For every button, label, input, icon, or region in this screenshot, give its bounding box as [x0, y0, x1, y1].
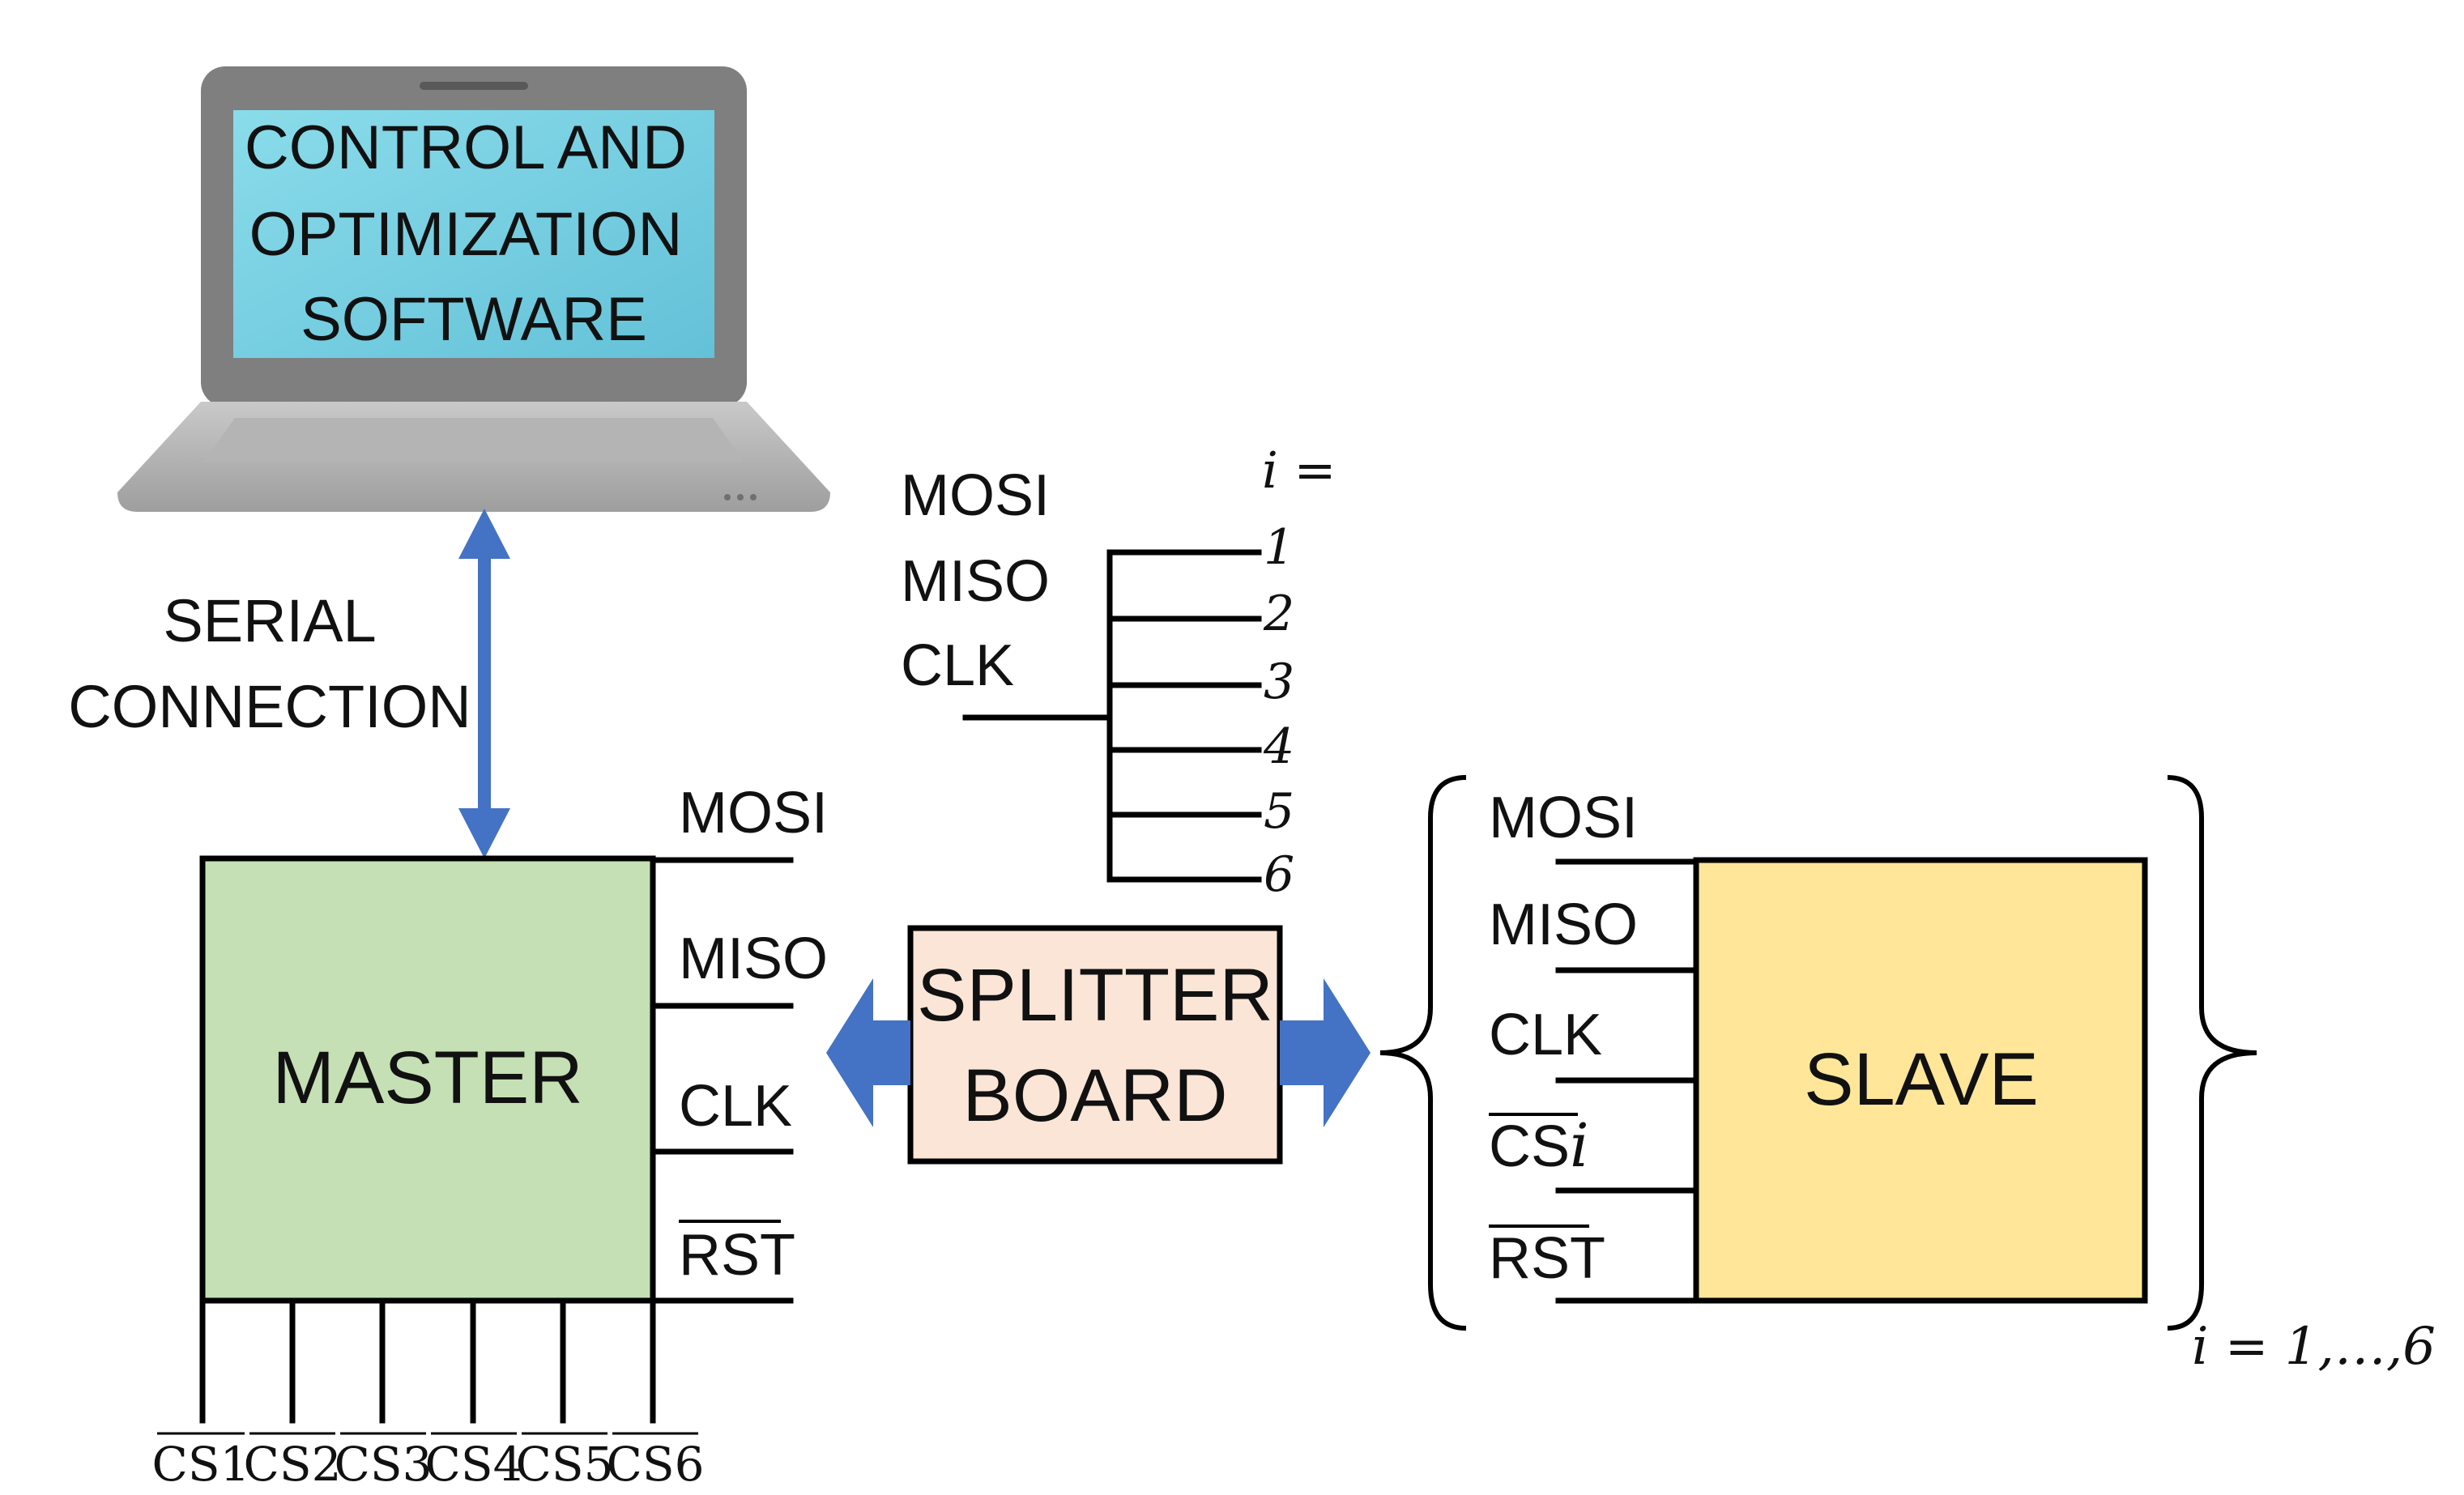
slave-pin-rst: RST — [1489, 1226, 1605, 1291]
index-4: 4 — [1263, 718, 1294, 775]
cs-label-1: CS1 — [151, 1437, 249, 1492]
index-2: 2 — [1263, 586, 1294, 642]
slave-block — [1693, 857, 2148, 1304]
laptop-led — [724, 494, 731, 500]
master-pin-mosi: MOSI — [679, 781, 828, 845]
slave-pin-miso: MISO — [1489, 892, 1638, 957]
bus-signal-mosi: MOSI — [901, 463, 1050, 528]
laptop-keyboard — [204, 418, 744, 462]
master-pin-clk: CLK — [679, 1074, 792, 1139]
splitter-label-1: SPLITTER — [917, 954, 1273, 1037]
right-brace — [2167, 775, 2257, 1331]
left-arrow-icon — [826, 978, 910, 1127]
slave-range-note: i = 1,…,6 — [2192, 1317, 2436, 1377]
slave-pin-lines — [1555, 858, 1699, 1304]
splitter-block — [907, 925, 1283, 1165]
index-6: 6 — [1264, 846, 1294, 903]
laptop-icon — [117, 66, 830, 512]
master-pin-rst: RST — [679, 1223, 795, 1288]
serial-label-1: SERIAL — [163, 587, 376, 654]
slave-label: SLAVE — [1804, 1038, 2039, 1121]
left-brace — [1379, 775, 1467, 1331]
master-block — [199, 855, 656, 1304]
cs-label-2: CS2 — [243, 1437, 341, 1492]
bus-fanout-lines — [962, 549, 1262, 883]
master-cs-lines — [199, 1297, 656, 1424]
master-label: MASTER — [272, 1037, 582, 1119]
master-pin-miso: MISO — [679, 926, 828, 991]
cs-label-5: CS5 — [515, 1437, 613, 1492]
laptop-camera — [420, 82, 528, 90]
laptop-led — [737, 494, 744, 500]
cs-label-4: CS4 — [424, 1437, 522, 1492]
screen-line-2: OPTIMIZATION — [249, 200, 683, 269]
serial-label-2: CONNECTION — [68, 673, 471, 740]
index-1: 1 — [1264, 519, 1294, 576]
laptop-screen — [233, 110, 714, 358]
serial-double-arrow — [458, 509, 510, 858]
master-pin-lines — [650, 857, 794, 1304]
index-3: 3 — [1264, 654, 1294, 710]
cs-label-3: CS3 — [334, 1437, 432, 1492]
screen-line-3: SOFTWARE — [301, 285, 647, 354]
index-header: i = — [1262, 441, 1336, 500]
slave-pin-mosi: MOSI — [1489, 786, 1638, 850]
right-arrow-icon — [1280, 978, 1371, 1127]
slave-pin-clk: CLK — [1489, 1003, 1602, 1067]
bus-signal-miso: MISO — [901, 549, 1050, 614]
screen-line-1: CONTROL AND — [245, 113, 687, 182]
laptop-led — [750, 494, 757, 500]
index-5: 5 — [1264, 783, 1294, 840]
bus-signal-clk: CLK — [901, 633, 1014, 698]
slave-pin-cs: CSi — [1489, 1111, 1589, 1181]
cs-label-6: CS6 — [606, 1437, 704, 1492]
splitter-label-2: BOARD — [962, 1054, 1227, 1137]
